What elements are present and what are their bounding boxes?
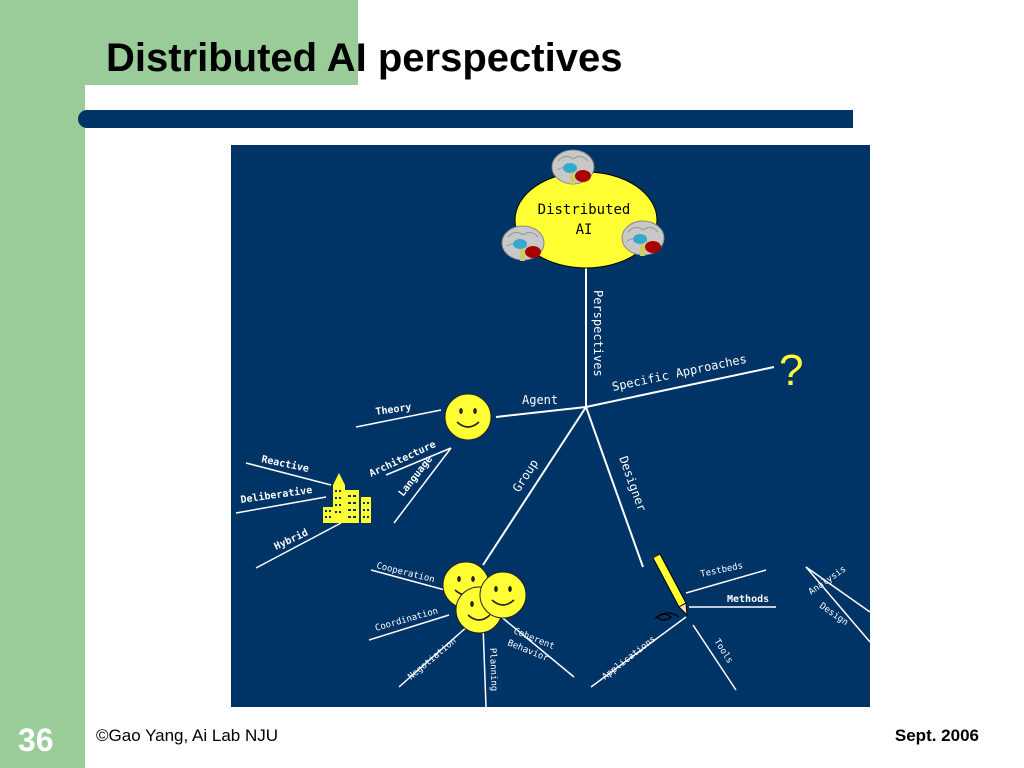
page-number: 36 <box>18 722 54 758</box>
sub-branch-lines <box>235 409 870 707</box>
footer-date: Sept. 2006 <box>894 726 979 745</box>
center-label-line1: Distributed <box>538 202 631 218</box>
footer-credit: ©Gao Yang, Ai Lab NJU <box>96 726 279 745</box>
brain-icon <box>551 149 595 186</box>
building-icon <box>323 473 371 523</box>
brain-icon <box>621 220 665 257</box>
agent-smiley-icon <box>444 393 492 441</box>
brain-icon <box>501 225 545 262</box>
pencil-icon <box>649 553 688 621</box>
dai-diagram: Distributed AI Perspectives Agent Specif… <box>231 145 870 707</box>
theory-label: Theory <box>375 402 412 418</box>
methods-label: Methods <box>727 594 769 605</box>
question-mark-icon: ? <box>779 346 803 395</box>
center-label-line2: AI <box>576 222 593 238</box>
perspectives-label: Perspectives <box>591 290 605 377</box>
planning-label: Planning <box>487 648 499 692</box>
group-smiley-icon <box>479 571 527 619</box>
slide-title: Distributed AI perspectives <box>106 36 623 80</box>
sidebar-band <box>0 0 85 768</box>
title-band <box>85 0 358 85</box>
agent-label: Agent <box>522 393 558 407</box>
branch-lines <box>482 267 775 568</box>
title-rule <box>78 110 853 128</box>
